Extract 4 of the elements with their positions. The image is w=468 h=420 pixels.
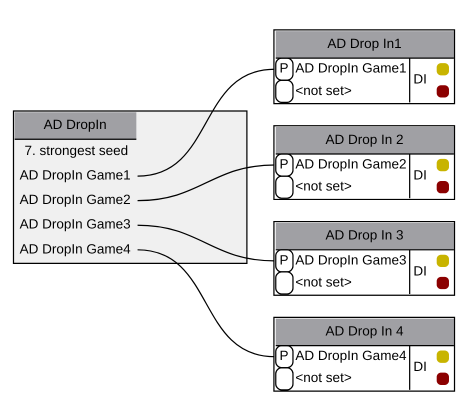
- connector: [138, 164, 275, 201]
- connector: [138, 68, 275, 176]
- connector: [138, 248, 275, 357]
- connector: [138, 224, 275, 261]
